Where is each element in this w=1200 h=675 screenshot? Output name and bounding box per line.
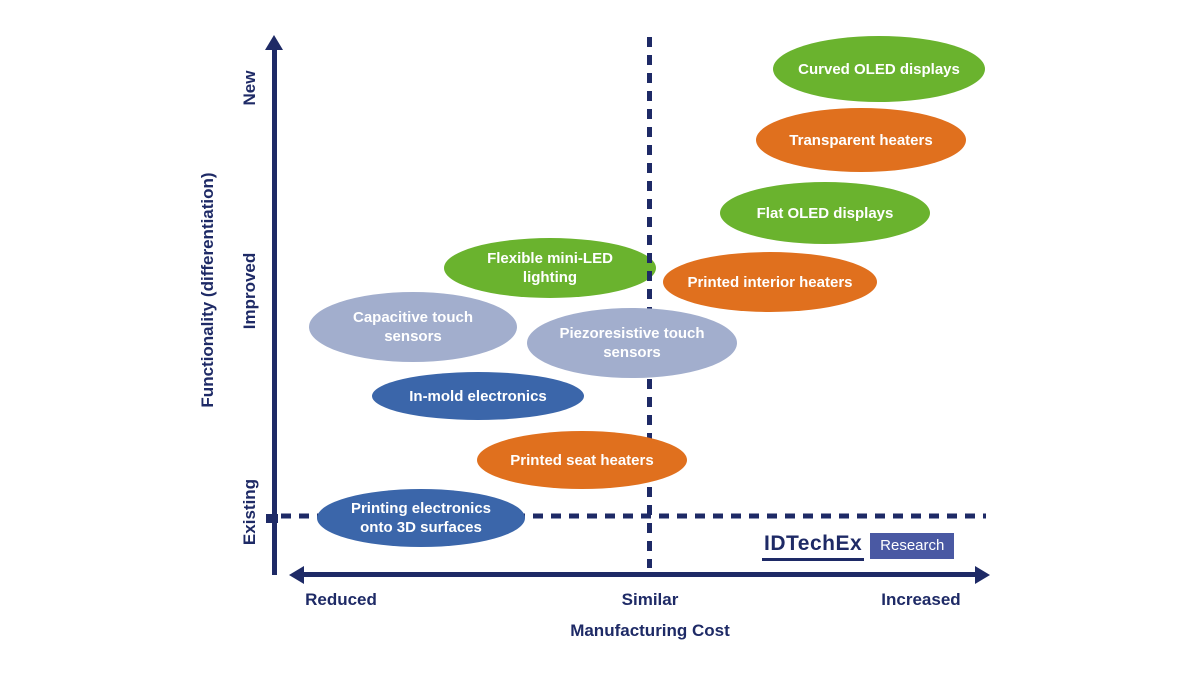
bubble-curved-oled-displays: Curved OLED displays bbox=[773, 36, 985, 102]
y-tick-label-new: New bbox=[240, 70, 259, 106]
x-axis-left-arrowhead bbox=[289, 565, 304, 584]
bubble-label-line: sensors bbox=[384, 328, 442, 345]
y-axis-up-arrowhead bbox=[265, 35, 283, 50]
bubble-printed-interior-heaters: Printed interior heaters bbox=[663, 252, 877, 312]
idtechex-wordmark: IDTechEx bbox=[762, 532, 865, 561]
bubble-label-line: Printing electronics bbox=[350, 500, 492, 517]
bubble-label-line: Piezoresistive touch bbox=[559, 325, 705, 342]
bubble-label-line: Flexible mini-LED bbox=[487, 250, 613, 267]
bubble-flat-oled-displays: Flat OLED displays bbox=[720, 182, 930, 244]
bubble-in-mold-electronics: In-mold electronics bbox=[372, 372, 584, 420]
bubble-capacitive-touch-sensors: Capacitive touch sensors bbox=[309, 292, 517, 362]
bubble-label-line: lighting bbox=[522, 269, 578, 286]
bubble-label-line: onto 3D surfaces bbox=[360, 519, 482, 536]
bubble-label-line: Flat OLED displays bbox=[756, 204, 894, 222]
bubble-transparent-heaters: Transparent heaters bbox=[756, 108, 966, 172]
bubble-printing-electronics-onto-3d-surfaces: Printing electronics onto 3D surfaces bbox=[317, 489, 525, 547]
research-badge: Research bbox=[870, 533, 955, 559]
x-axis-title: Manufacturing Cost bbox=[570, 621, 730, 640]
x-tick-label-increased: Increased bbox=[881, 590, 961, 609]
y-axis-title: Functionality (differentiation) bbox=[198, 172, 217, 408]
bubble-label-line: Printed seat heaters bbox=[510, 451, 654, 469]
y-tick-label-improved: Improved bbox=[240, 252, 259, 330]
bubble-label-line: Transparent heaters bbox=[789, 131, 933, 149]
bubble-label-line: Capacitive touch bbox=[352, 309, 474, 326]
idtechex-logo: IDTechEx Research bbox=[762, 532, 955, 561]
bubble-label-line: Printed interior heaters bbox=[687, 273, 853, 291]
x-tick-label-similar: Similar bbox=[621, 590, 679, 609]
bubble-flexible-mini-led-lighting: Flexible mini-LED lighting bbox=[444, 238, 656, 298]
bubble-piezoresistive-touch-sensors: Piezoresistive touch sensors bbox=[527, 308, 737, 378]
bubble-label-line: Curved OLED displays bbox=[798, 60, 960, 78]
x-axis-line bbox=[300, 572, 975, 577]
y-axis-line bbox=[272, 48, 277, 575]
bubble-printed-seat-heaters: Printed seat heaters bbox=[477, 431, 687, 489]
y-tick-label-existing: Existing bbox=[240, 478, 259, 546]
y-axis-tick-existing bbox=[266, 514, 278, 523]
bubble-label-line: sensors bbox=[603, 344, 661, 361]
x-tick-label-reduced: Reduced bbox=[305, 590, 377, 609]
x-axis-right-arrowhead bbox=[975, 565, 990, 584]
bubble-label-line: In-mold electronics bbox=[409, 387, 547, 405]
